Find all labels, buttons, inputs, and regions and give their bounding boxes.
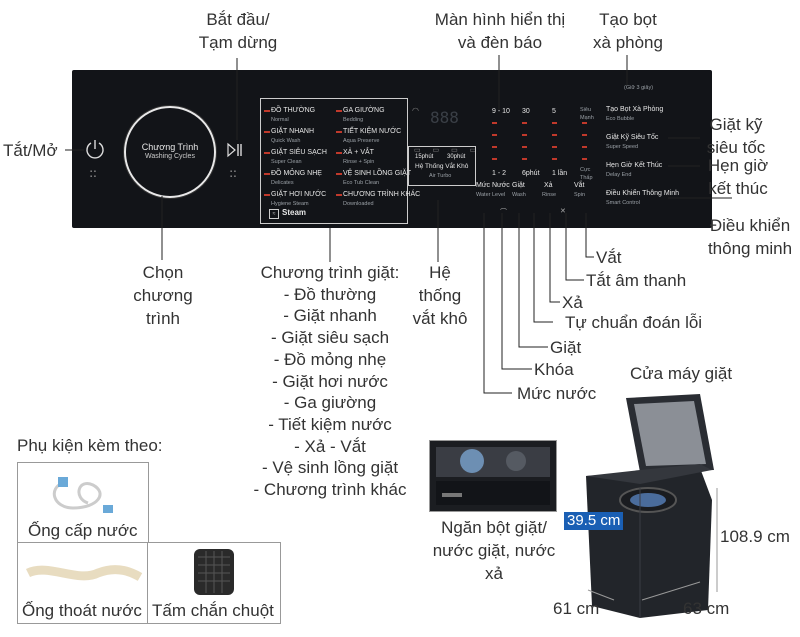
- wash-button[interactable]: Giặt: [512, 182, 525, 189]
- dimension-height: 108.9 cm: [720, 527, 790, 546]
- program-item: - Giặt nhanh: [283, 306, 377, 326]
- callout-wash: Giặt: [550, 338, 582, 357]
- power-icon[interactable]: [84, 138, 106, 160]
- program-item: - Đồ mỏng nhẹ: [273, 349, 387, 369]
- program-list-box: ĐỒ THƯỜNG Normal GIẶT NHANH Quick Wash G…: [260, 98, 420, 224]
- accessory-label: Tấm chắn chuột: [152, 601, 274, 620]
- level-indicator: [552, 122, 557, 124]
- callout-spin: Vắt: [596, 248, 622, 267]
- play-pause-icon[interactable]: [226, 142, 244, 158]
- callout-select-program: Chọn chương trình: [133, 263, 193, 328]
- program-rinse-spin[interactable]: XẢ + VẮT: [343, 149, 374, 156]
- callout-start-pause: Bắt đầu/ Tạm dừng: [198, 10, 278, 52]
- rinse-button[interactable]: Xả: [544, 182, 553, 189]
- level-indicator: [492, 134, 497, 136]
- wifi-icon: ◠: [412, 106, 419, 115]
- mute-icon: ✕: [560, 208, 566, 215]
- detergent-drawer-image: [429, 440, 557, 512]
- smart-control-button[interactable]: Điều Khiển Thông Minh: [606, 190, 680, 197]
- callout-lid: Cửa máy giặt: [630, 364, 733, 383]
- level-indicator: [582, 146, 587, 148]
- accessory-water-inlet-hose: Ống cấp nước: [17, 462, 149, 544]
- rodent-guard-icon: [194, 549, 234, 595]
- lock-icon: ⌒: [500, 209, 507, 216]
- level-indicator: [582, 122, 587, 124]
- level-indicator: [522, 146, 527, 148]
- callout-power: Tắt/Mở: [3, 141, 58, 160]
- level-indicator: [582, 134, 587, 136]
- level-indicator: [582, 158, 587, 160]
- accessory-label: Ống cấp nước: [28, 521, 138, 540]
- level-indicator: [522, 158, 527, 160]
- callout-lock: Khóa: [534, 360, 574, 379]
- drain-hose-icon: [25, 565, 143, 581]
- program-quick-wash[interactable]: GIẶT NHANH: [271, 128, 315, 135]
- level-indicator: [522, 134, 527, 136]
- level-indicator: [552, 134, 557, 136]
- eco-bubble-button[interactable]: Tạo Bọt Xà Phòng: [606, 106, 664, 113]
- accessory-drain-hose: Ống thoát nước: [17, 542, 149, 624]
- program-list-title: Chương trình giặt:: [260, 263, 400, 282]
- callout-detergent: Ngăn bột giặt/ nước giặt, nước xả: [432, 518, 556, 583]
- program-super-clean[interactable]: GIẶT SIÊU SẠCH: [271, 149, 327, 156]
- callout-diagnose: Tự chuẩn đoán lỗi: [565, 313, 703, 332]
- program-item: - Chương trình khác: [253, 480, 407, 500]
- accessories-title: Phụ kiện kèm theo:: [17, 436, 163, 455]
- super-speed-button[interactable]: Giặt Kỹ Siêu Tốc: [606, 134, 659, 141]
- program-aqua-preserve[interactable]: TIẾT KIỆM NƯỚC: [343, 128, 402, 135]
- dial-subtitle: Washing Cycles: [145, 153, 195, 160]
- program-bedding[interactable]: GA GIƯỜNG: [343, 107, 385, 114]
- callout-speed-wash: Giặt kỹ siêu tốc: [706, 115, 766, 157]
- steam-label: Steam: [282, 208, 307, 217]
- callout-foam: Tạo bọt xà phòng: [593, 10, 663, 52]
- program-delicates[interactable]: ĐỒ MỎNG NHẸ: [271, 170, 322, 177]
- accessory-rodent-guard: Tấm chắn chuột: [147, 542, 281, 624]
- accessory-label: Ống thoát nước: [22, 601, 142, 620]
- callout-rinse: Xả: [562, 293, 583, 312]
- dimension-width: 61 cm: [553, 599, 600, 618]
- level-indicator: [522, 122, 527, 124]
- program-item: - Tiết kiệm nước: [268, 414, 392, 434]
- program-normal[interactable]: ĐỒ THƯỜNG: [271, 107, 316, 114]
- callout-smart-control: Điều khiển thông minh: [707, 216, 793, 258]
- status-icons: ▭ ▭ ▭ ▭: [414, 147, 482, 154]
- program-item: - Đồ thường: [283, 284, 377, 304]
- dimension-depth: 63 cm: [683, 599, 730, 618]
- level-indicator: [552, 146, 557, 148]
- spin-button[interactable]: Vắt: [574, 182, 585, 189]
- program-downloaded[interactable]: CHƯƠNG TRÌNH KHÁC: [343, 191, 421, 198]
- panel-dots-mid: ▪ ▪▪ ▪: [230, 169, 236, 180]
- callout-spin-system: Hệ thống vắt khô: [412, 263, 468, 328]
- foam-hint: (Giữ 3 giây): [624, 85, 654, 91]
- level-indicator: [492, 158, 497, 160]
- callout-display: Màn hình hiển thị và đèn báo: [434, 10, 566, 52]
- program-eco-tub-clean[interactable]: VỆ SINH LỒNG GIẶT: [343, 170, 412, 177]
- level-indicator: [492, 122, 497, 124]
- steam-icon: ≈: [269, 209, 279, 219]
- callout-water-level: Mức nước: [517, 384, 597, 403]
- program-item: - Vệ sinh lồng giặt: [261, 458, 399, 478]
- program-item: - Ga giường: [283, 393, 377, 413]
- program-list: Chương trình giặt: - Đồ thường - Giặt nh…: [248, 262, 412, 501]
- level-indicator: [492, 146, 497, 148]
- spin-system-button[interactable]: 15phút 30phút Hệ Thống Vắt Khô Air Turbo: [408, 146, 476, 186]
- callout-mute: Tắt âm thanh: [586, 271, 687, 290]
- display-area: ◠ 888 9 - 10 30 5 Siêu Mạnh 1 - 2 6phút …: [412, 106, 594, 181]
- digit-display: 888: [430, 108, 459, 127]
- control-panel: ▪ ▪▪ ▪ Chương Trình Washing Cycles ▪ ▪▪ …: [72, 70, 712, 228]
- panel-dots-left: ▪ ▪▪ ▪: [90, 169, 96, 180]
- water-level-button[interactable]: Mức Nước: [476, 182, 510, 189]
- inlet-hose-icon: [52, 477, 113, 513]
- program-item: - Xả - Vắt: [294, 436, 366, 456]
- dimension-depth-inner: 39.5 cm: [564, 512, 624, 530]
- callout-delay-end: Hẹn giờ kết thúc: [707, 156, 769, 198]
- program-dial[interactable]: Chương Trình Washing Cycles: [124, 106, 216, 198]
- delay-end-button[interactable]: Hẹn Giờ Kết Thúc: [606, 162, 663, 169]
- program-item: - Giặt hơi nước: [272, 371, 388, 391]
- program-hygiene-steam[interactable]: GIẶT HƠI NƯỚC: [271, 191, 327, 198]
- program-item: - Giặt siêu sạch: [270, 328, 390, 348]
- dial-title: Chương Trình: [141, 142, 199, 152]
- level-indicator: [552, 158, 557, 160]
